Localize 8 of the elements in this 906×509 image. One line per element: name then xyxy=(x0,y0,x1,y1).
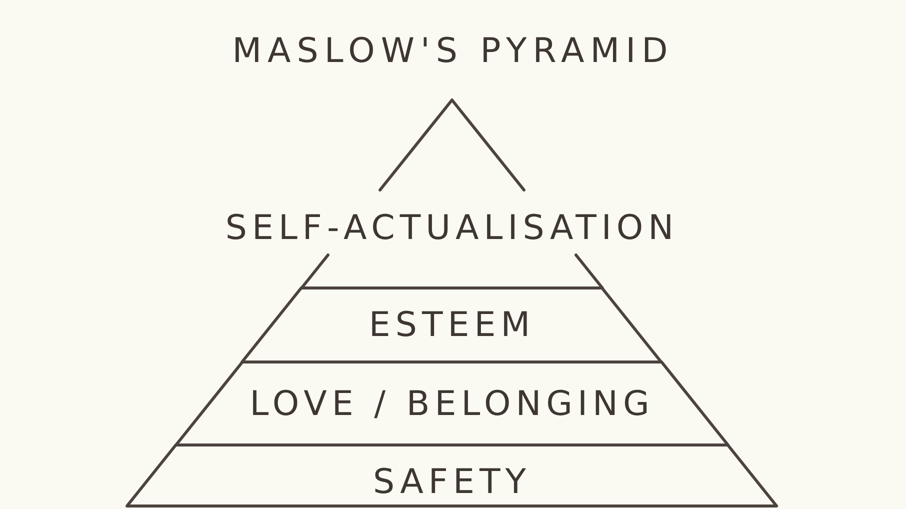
tier-label: ESTEEM xyxy=(368,305,536,345)
tier-label: LOVE / BELONGING xyxy=(248,384,656,424)
pyramid-tier xyxy=(240,286,664,364)
title: MASLOW'S PYRAMID xyxy=(231,30,675,72)
pyramid-tier xyxy=(125,443,779,508)
pyramid-tier xyxy=(174,360,730,447)
tier-label: SELF-ACTUALISATION xyxy=(224,208,680,248)
tier-label: SAFETY xyxy=(372,462,532,502)
